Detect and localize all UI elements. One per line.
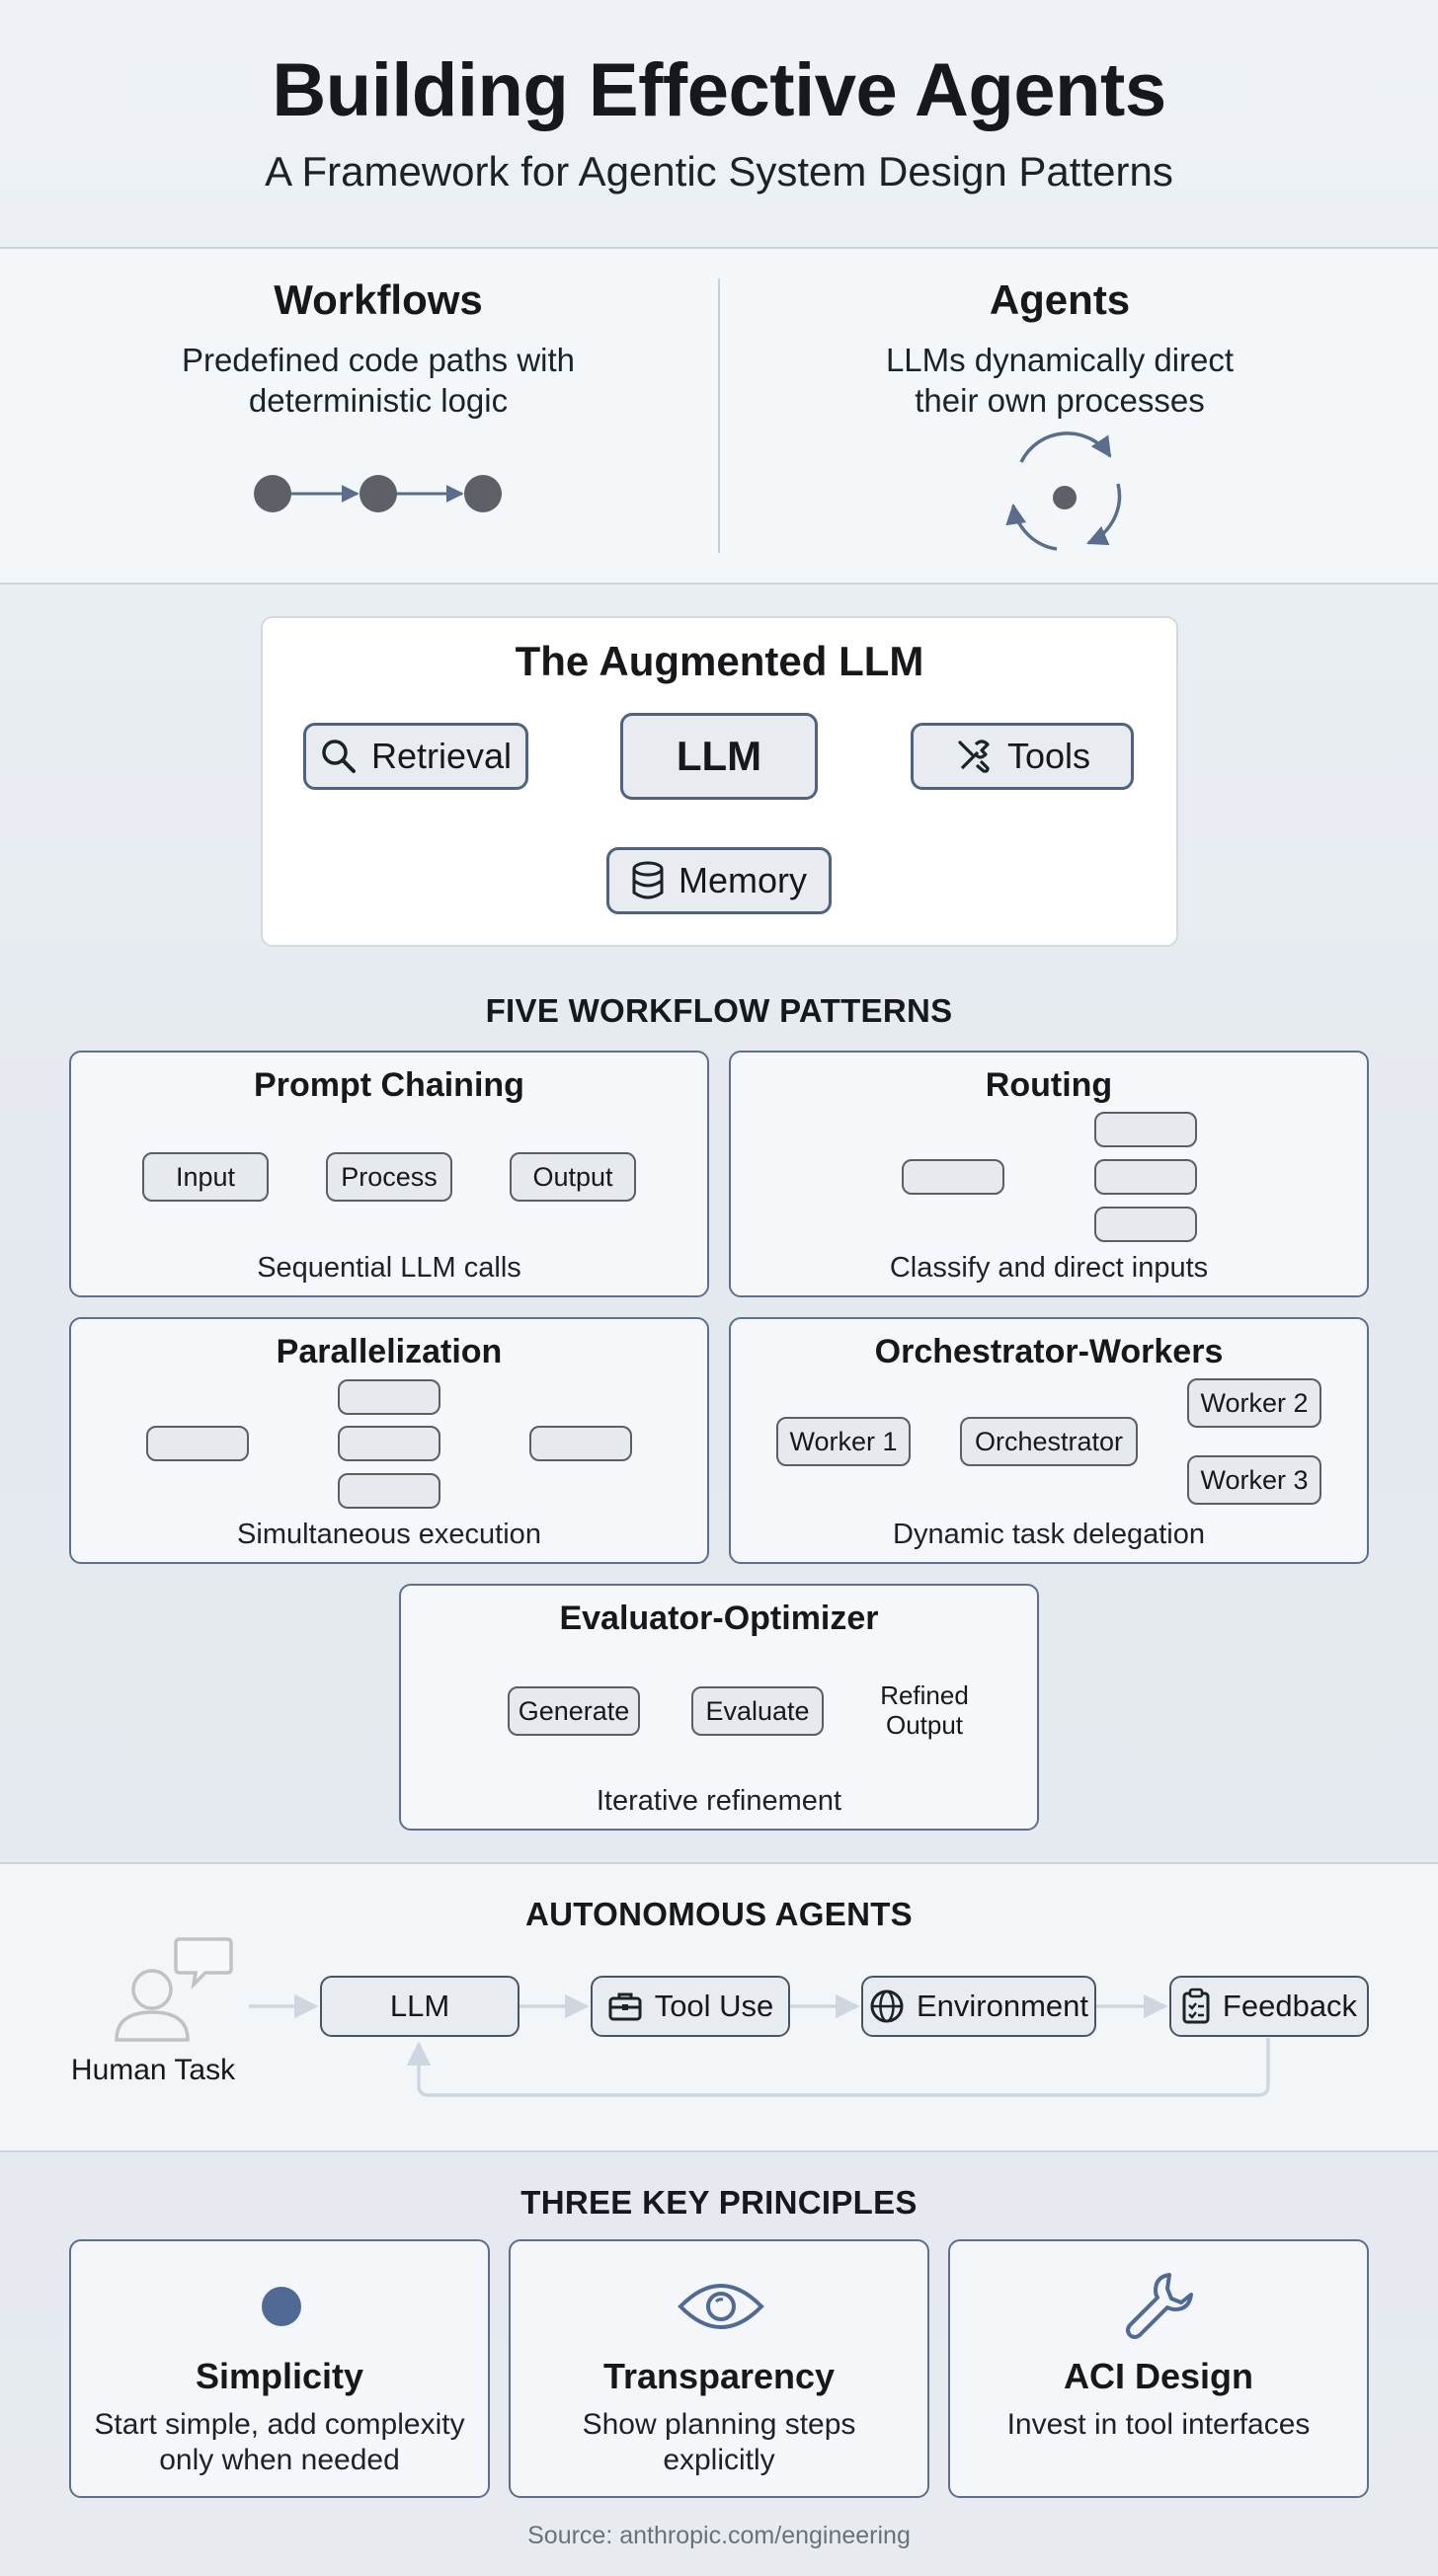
orchestrator-title: Orchestrator-Workers xyxy=(874,1333,1224,1370)
principle-desc: Show planning steps explicitly xyxy=(511,2407,927,2478)
parallel-task-box xyxy=(338,1379,440,1415)
routing-target-box xyxy=(1094,1112,1197,1147)
globe-icon xyxy=(870,1990,904,2023)
human-task-label: Human Task xyxy=(70,2054,236,2086)
tools-box: Tools xyxy=(911,723,1134,790)
eye-icon xyxy=(678,2284,764,2329)
refined-output-line2: Output xyxy=(885,1710,964,1740)
agents-panel: Agents LLMs dynamically direct their own… xyxy=(681,276,1438,421)
parallelization-title: Parallelization xyxy=(276,1333,503,1370)
agents-title: Agents xyxy=(989,276,1131,323)
divider xyxy=(718,278,720,553)
wrench-icon xyxy=(1126,2273,1193,2339)
retrieval-box: Retrieval xyxy=(303,723,528,790)
source-footer: Source: anthropic.com/engineering xyxy=(527,2522,911,2549)
principle-card-aci-design: ACI Design Invest in tool interfaces xyxy=(948,2239,1369,2498)
principle-desc-line2: explicitly xyxy=(663,2444,775,2476)
tool-use-box: Tool Use xyxy=(591,1976,790,2037)
feedback-label: Feedback xyxy=(1222,1989,1358,2023)
divider xyxy=(0,2150,1438,2152)
page-title: Building Effective Agents xyxy=(272,48,1166,132)
autonomous-heading: AUTONOMOUS AGENTS xyxy=(525,1896,913,1932)
principle-desc-line1: Show planning steps xyxy=(582,2408,856,2441)
agents-desc-line1: LLMs dynamically direct xyxy=(885,342,1235,378)
principles-heading: THREE KEY PRINCIPLES xyxy=(520,2184,918,2221)
search-icon xyxy=(322,740,356,773)
memory-label: Memory xyxy=(678,860,807,900)
worker-1-box: Worker 1 xyxy=(776,1417,911,1466)
worker-2-box: Worker 2 xyxy=(1187,1378,1321,1428)
workflows-desc-line2: deterministic logic xyxy=(248,382,509,419)
clipboard-icon xyxy=(1182,1988,1210,2024)
parallel-input-box xyxy=(146,1426,249,1461)
tools-icon xyxy=(958,740,990,773)
workflows-desc-line1: Predefined code paths with xyxy=(181,342,576,378)
refined-output-line1: Refined xyxy=(880,1680,969,1710)
tools-label: Tools xyxy=(1006,736,1091,776)
principle-desc: Invest in tool interfaces xyxy=(950,2407,1367,2443)
routing-card xyxy=(729,1051,1369,1297)
chain-step-process: Process xyxy=(326,1152,452,1202)
patterns-heading: FIVE WORKFLOW PATTERNS xyxy=(485,992,953,1029)
parallel-task-box xyxy=(338,1473,440,1509)
tool-use-label: Tool Use xyxy=(654,1989,774,2023)
worker-3-box: Worker 3 xyxy=(1187,1455,1321,1505)
orchestrator-caption: Dynamic task delegation xyxy=(893,1519,1205,1550)
chain-step-output: Output xyxy=(510,1152,636,1202)
principle-title: Simplicity xyxy=(195,2356,364,2396)
cycle-icon xyxy=(1005,431,1122,551)
workflows-title: Workflows xyxy=(274,276,483,323)
agent-llm-label: LLM xyxy=(389,1989,450,2023)
refined-output-label: Refined Output xyxy=(861,1680,988,1740)
routing-input-box xyxy=(902,1159,1004,1195)
parallelization-caption: Simultaneous execution xyxy=(237,1519,541,1550)
principle-desc: Start simple, add complexity only when n… xyxy=(71,2407,488,2478)
environment-label: Environment xyxy=(916,1989,1089,2023)
evaluator-optimizer-caption: Iterative refinement xyxy=(596,1785,842,1817)
routing-target-box xyxy=(1094,1207,1197,1242)
feedback-box: Feedback xyxy=(1169,1976,1369,2037)
principle-card-simplicity: Simplicity Start simple, add complexity … xyxy=(69,2239,490,2498)
divider xyxy=(0,583,1438,585)
toolbox-icon xyxy=(608,1992,642,2021)
dot-icon xyxy=(262,2287,301,2326)
retrieval-label: Retrieval xyxy=(370,736,513,776)
routing-target-box xyxy=(1094,1159,1197,1195)
routing-title: Routing xyxy=(985,1066,1113,1104)
evaluator-optimizer-title: Evaluator-Optimizer xyxy=(559,1600,879,1637)
divider xyxy=(0,1862,1438,1864)
parallel-output-box xyxy=(529,1426,632,1461)
principle-desc-line2: only when needed xyxy=(159,2444,400,2476)
routing-caption: Classify and direct inputs xyxy=(889,1252,1209,1284)
llm-core-box: LLM xyxy=(620,713,818,800)
agent-llm-box: LLM xyxy=(320,1976,519,2037)
augmented-llm-title: The Augmented LLM xyxy=(515,638,924,684)
linear-flow-icon xyxy=(254,475,502,512)
principle-title: Transparency xyxy=(602,2356,836,2396)
memory-box: Memory xyxy=(606,847,832,914)
parallel-task-box xyxy=(338,1426,440,1461)
chain-step-input: Input xyxy=(142,1152,269,1202)
database-icon xyxy=(632,861,664,899)
prompt-chaining-title: Prompt Chaining xyxy=(254,1066,524,1104)
principle-title: ACI Design xyxy=(1063,2356,1254,2396)
prompt-chaining-caption: Sequential LLM calls xyxy=(257,1252,521,1284)
environment-box: Environment xyxy=(861,1976,1096,2037)
principle-desc-line1: Invest in tool interfaces xyxy=(1006,2408,1311,2441)
agents-desc-line2: their own processes xyxy=(915,382,1205,419)
divider xyxy=(0,247,1438,249)
orchestrator-box: Orchestrator xyxy=(960,1417,1138,1466)
workflows-panel: Workflows Predefined code paths with det… xyxy=(0,276,757,421)
evaluate-box: Evaluate xyxy=(691,1686,824,1736)
generate-box: Generate xyxy=(508,1686,640,1736)
page-subtitle: A Framework for Agentic System Design Pa… xyxy=(265,148,1173,195)
principle-card-transparency: Transparency Show planning steps explici… xyxy=(509,2239,929,2498)
principle-desc-line1: Start simple, add complexity xyxy=(94,2408,465,2441)
